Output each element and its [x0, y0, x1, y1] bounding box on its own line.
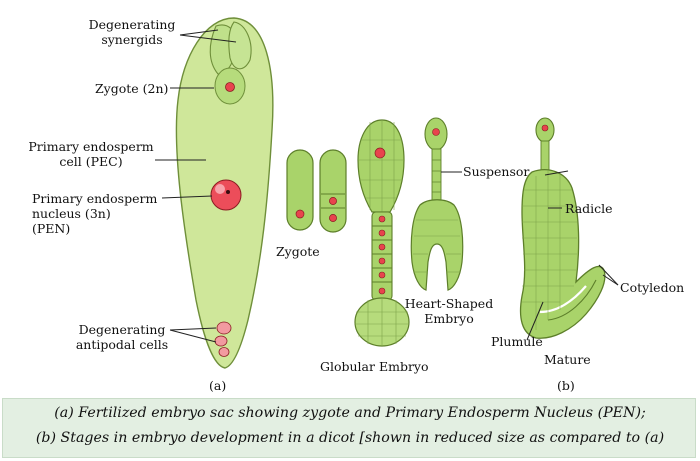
embryo-sac [175, 17, 274, 369]
label-mature: Mature [544, 352, 591, 367]
label-part-b: (b) [557, 378, 575, 393]
antipodal-cell-2 [214, 335, 228, 347]
pen-nucleus-highlight [215, 184, 225, 194]
label-primary-endosperm-nucleus: Primary endosperm nucleus (3n) (PEN) [32, 191, 158, 236]
mature-cotyledon-fold [547, 279, 597, 321]
pen-nucleus [210, 179, 242, 211]
heart-body [410, 199, 464, 291]
label-radicle: Radicle [565, 201, 613, 216]
label-degenerating-antipodal-cells: Degenerating antipodal cells [75, 322, 169, 352]
label-plumule: Plumule [491, 334, 543, 349]
heart-shaped-embryo [410, 117, 464, 291]
zygote-2-nucleus-1 [329, 197, 337, 205]
caption-box: (a) Fertilized embryo sac showing zygote… [2, 398, 696, 458]
zygote-1-nucleus [295, 209, 305, 219]
label-suspensor: Suspensor [463, 164, 530, 179]
zygote-2-nucleus-2 [329, 214, 337, 222]
antipodal-cell-1 [216, 321, 232, 335]
synergid-right [228, 21, 252, 70]
zygote-stage [286, 149, 347, 233]
mature-embryo [519, 117, 606, 339]
antipodal-cell-3 [218, 347, 230, 357]
label-part-a: (a) [209, 378, 227, 393]
pointer-lines-a [155, 29, 237, 343]
zygote-cell-2 [319, 149, 347, 233]
label-degenerating-synergids: Degenerating synergids [88, 17, 176, 47]
globular-nucleus [374, 147, 386, 159]
label-primary-endosperm-cell: Primary endosperm cell (PEC) [28, 139, 154, 169]
label-globular-embryo: Globular Embryo [320, 359, 429, 374]
embryo-diagram [155, 17, 619, 369]
caption-line-2: (b) Stages in embryo development in a di… [35, 430, 665, 446]
pen-nucleolus [226, 190, 230, 194]
globular-embryo [354, 119, 410, 347]
label-zygote-2n: Zygote (2n) [95, 81, 169, 96]
caption-line-1: (a) Fertilized embryo sac showing zygote… [54, 405, 646, 421]
zygote-cell-1 [286, 149, 314, 231]
pointer-lines-b [441, 170, 619, 341]
label-cotyledon: Cotyledon [620, 280, 685, 295]
label-heart-shaped-embryo: Heart-Shaped Embryo [404, 296, 494, 326]
zygote-nucleus [225, 82, 235, 92]
label-zygote: Zygote [276, 244, 320, 259]
